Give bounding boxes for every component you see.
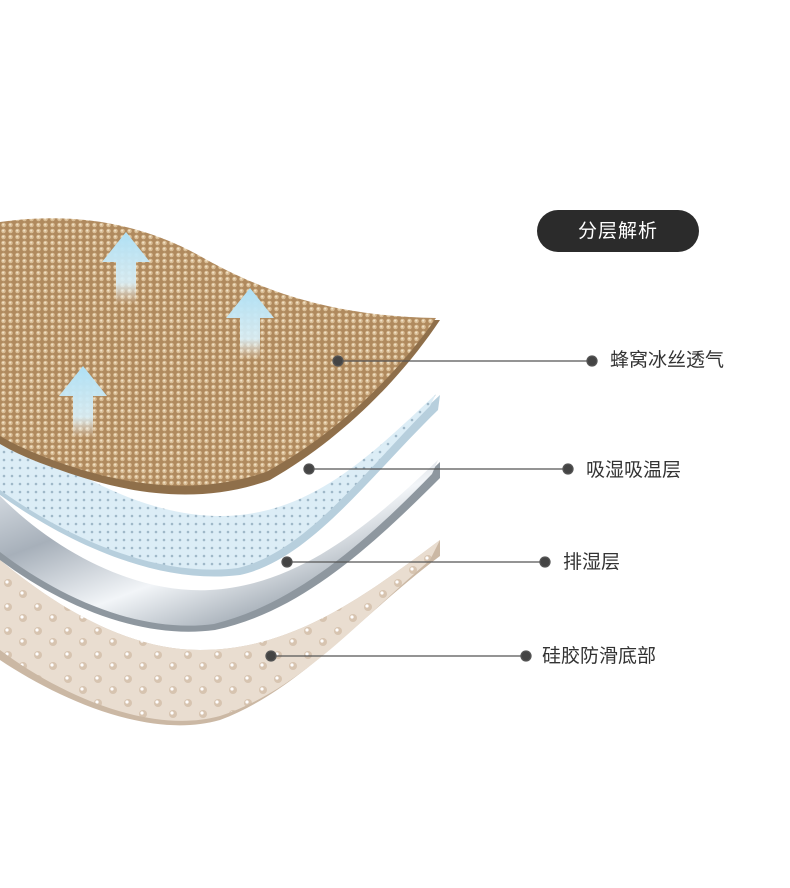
label-absorbent-layer: 吸湿吸温层: [586, 459, 682, 481]
leader-lines: [265, 355, 598, 662]
wicking-layer: [0, 460, 440, 632]
label-honeycomb-layer: 蜂窝冰丝透气: [610, 349, 725, 371]
airflow-arrow-icon: [59, 232, 274, 438]
label-silicone-base: 硅胶防滑底部: [542, 645, 657, 667]
honeycomb-layer: [0, 218, 440, 495]
section-title-badge: 分层解析: [537, 210, 699, 252]
label-wicking-layer: 排湿层: [563, 551, 621, 573]
silicone-base-layer: [0, 540, 440, 726]
absorbent-layer: [0, 394, 440, 577]
